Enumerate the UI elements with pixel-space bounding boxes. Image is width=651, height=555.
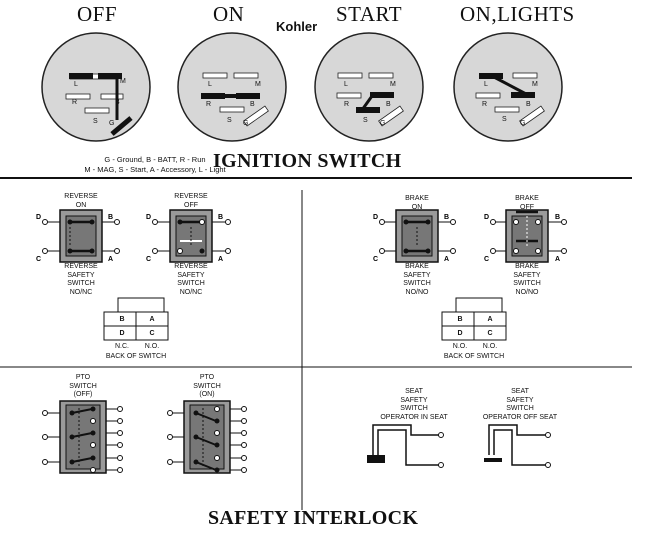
svg-text:B: B	[555, 214, 560, 221]
svg-text:R: R	[206, 101, 211, 108]
svg-text:B: B	[444, 214, 449, 221]
safety-interlock-title: SAFETY INTERLOCK	[208, 507, 419, 529]
position-on-lights-title: ON,LIGHTS	[460, 2, 575, 26]
brake-legend-no-2: N.O.	[482, 343, 498, 350]
svg-text:A: A	[555, 256, 560, 263]
ignition-legend: G - Ground, B - BATT, R - Run M - MAG, S…	[20, 155, 290, 175]
brake-grid-d: D	[457, 330, 463, 337]
position-off-title: OFF	[77, 2, 118, 26]
svg-text:M: M	[532, 81, 538, 88]
svg-text:S: S	[227, 117, 232, 124]
brand-label: Kohler	[276, 19, 318, 34]
svg-text:D: D	[373, 214, 378, 221]
ignition-dial-off: L M R B S G	[41, 32, 151, 142]
svg-text:M: M	[390, 81, 396, 88]
reverse-grid-b: B	[119, 316, 125, 323]
svg-text:G: G	[520, 120, 525, 127]
brake-switch-on: D B C A	[373, 209, 456, 263]
svg-text:R: R	[482, 101, 487, 108]
svg-text:B: B	[386, 101, 391, 108]
svg-text:G: G	[380, 120, 385, 127]
svg-text:B: B	[526, 101, 531, 108]
svg-text:L: L	[344, 81, 348, 88]
brake-back-of-switch	[441, 297, 507, 341]
svg-text:R: R	[344, 101, 349, 108]
brake-legend-no-1: N.O.	[452, 343, 468, 350]
seat-switch-off	[484, 424, 551, 468]
ignition-dial-on-lights: L M R B S G	[453, 32, 563, 142]
reverse-grid-d: D	[119, 330, 125, 337]
brake-back-caption: BACK OF SWITCH	[443, 353, 505, 360]
position-start-title: START	[336, 2, 403, 26]
svg-text:M: M	[120, 78, 126, 85]
svg-text:C: C	[484, 256, 489, 263]
reverse-back-caption: BACK OF SWITCH	[105, 353, 167, 360]
seat-switch-in	[367, 424, 444, 468]
svg-text:G: G	[243, 120, 248, 127]
reverse-legend-nc: N.C.	[115, 343, 129, 350]
svg-text:B: B	[108, 214, 113, 221]
svg-text:M: M	[255, 81, 261, 88]
reverse-switch-on: D B C A	[36, 209, 120, 263]
svg-text:B: B	[250, 101, 255, 108]
svg-text:C: C	[146, 256, 151, 263]
pto-switch-on	[167, 400, 247, 474]
ignition-dial-on: L M R B S G	[177, 32, 287, 142]
svg-text:D: D	[484, 214, 489, 221]
svg-text:C: C	[373, 256, 378, 263]
svg-text:L: L	[208, 81, 212, 88]
brake-grid-c: C	[487, 330, 493, 337]
svg-text:A: A	[218, 256, 223, 263]
legend-line-2: M - MAG, S - Start, A - Accessory, L - L…	[84, 165, 226, 174]
svg-text:R: R	[72, 99, 77, 106]
svg-text:C: C	[36, 256, 41, 263]
reverse-switch-off: D B C A	[146, 209, 231, 263]
svg-text:A: A	[108, 256, 113, 263]
reverse-grid-c: C	[149, 330, 155, 337]
svg-text:B: B	[115, 99, 120, 106]
svg-text:D: D	[36, 214, 41, 221]
svg-text:A: A	[444, 256, 449, 263]
brake-switch-off: D B C A	[484, 209, 567, 263]
brake-grid-a: A	[487, 316, 493, 323]
reverse-grid-a: A	[149, 316, 155, 323]
svg-text:S: S	[502, 116, 507, 123]
ignition-dial-start: L M R B S G	[314, 32, 424, 142]
svg-text:S: S	[93, 118, 98, 125]
svg-text:D: D	[146, 214, 151, 221]
brake-grid-b: B	[457, 316, 463, 323]
terminal-l: L	[74, 81, 78, 88]
svg-text:G: G	[109, 120, 114, 127]
ignition-switch-title: IGNITION SWITCH	[213, 150, 402, 172]
svg-text:B: B	[218, 214, 223, 221]
legend-line-1: G - Ground, B - BATT, R - Run	[104, 155, 206, 164]
reverse-back-of-switch	[103, 297, 169, 341]
svg-text:S: S	[363, 117, 368, 124]
pto-switch-off	[42, 400, 123, 474]
reverse-legend-no: N.O.	[144, 343, 160, 350]
svg-text:L: L	[484, 81, 488, 88]
position-on-title: ON	[213, 2, 245, 26]
